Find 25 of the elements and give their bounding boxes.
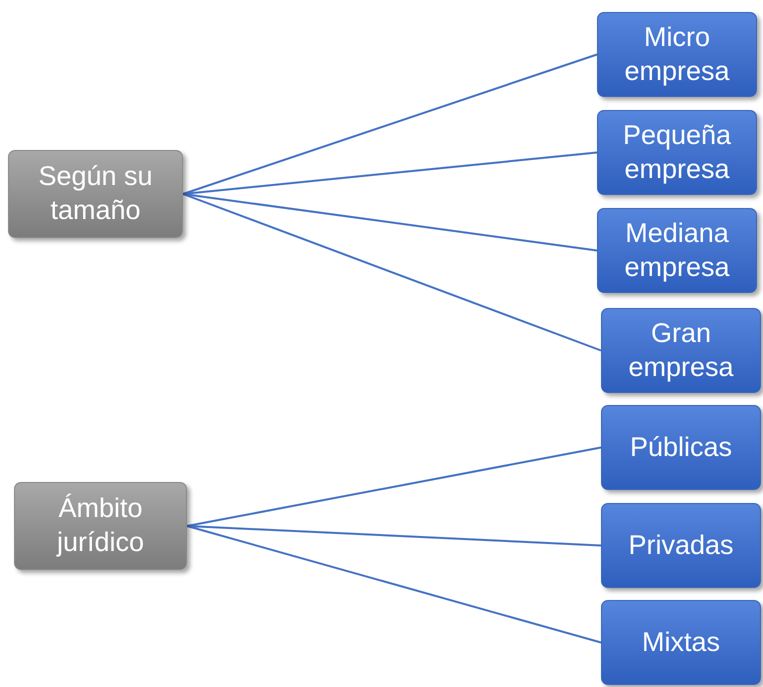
connector-line — [182, 193, 602, 352]
connector-line — [182, 54, 598, 195]
item-box — [597, 12, 757, 97]
item-box — [601, 308, 761, 393]
box-label: Según su tamaño — [37, 160, 154, 227]
box-label: Pequeña empresa — [622, 118, 732, 186]
item-box — [601, 600, 761, 685]
connector-line — [186, 446, 602, 527]
item-box — [601, 405, 761, 490]
category-box — [8, 150, 183, 238]
box-label: Ámbito jurídico — [55, 492, 146, 559]
connector-line — [186, 525, 602, 644]
connector-line — [182, 152, 598, 195]
box-label: Micro empresa — [623, 20, 731, 88]
category-box — [14, 482, 187, 570]
box-label: Privadas — [628, 528, 734, 562]
box-label: Mixtas — [642, 626, 720, 659]
box-label: Mediana empresa — [623, 216, 731, 284]
item-box — [601, 503, 761, 588]
connector-line — [186, 525, 602, 546]
item-box — [597, 110, 757, 195]
box-label: Gran empresa — [627, 316, 735, 384]
box-label: Públicas — [630, 430, 732, 464]
connector-line — [182, 193, 598, 252]
item-box — [597, 208, 757, 293]
